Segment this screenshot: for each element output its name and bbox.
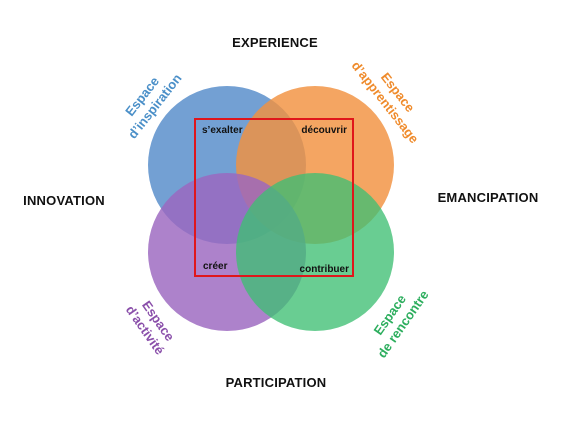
central-frame	[194, 118, 354, 277]
verb-contribuer: contribuer	[300, 264, 350, 275]
axis-label-left: INNOVATION	[23, 193, 105, 208]
verb-exalter: s’exalter	[202, 125, 243, 136]
verb-decouvrir: découvrir	[301, 125, 347, 136]
axis-label-bottom: PARTICIPATION	[226, 375, 327, 390]
axis-label-right: EMANCIPATION	[438, 190, 539, 205]
verb-creer: créer	[203, 261, 228, 272]
circle-rencontre	[236, 173, 394, 331]
axis-label-top: EXPERIENCE	[232, 35, 318, 50]
